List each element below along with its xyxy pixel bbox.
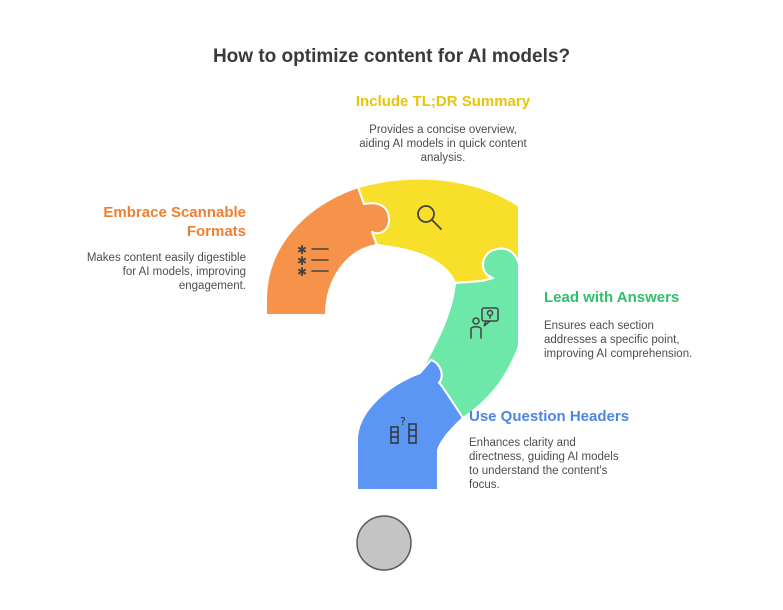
heading-questions: Use Question Headers (469, 408, 630, 425)
svg-text:✱: ✱ (297, 265, 307, 279)
magnifier-icon (417, 205, 442, 230)
question-dot (356, 515, 412, 571)
diagram-title: How to optimize content for AI models? (212, 46, 571, 67)
svg-text:✱: ✱ (297, 243, 307, 257)
heading-tldr: Include TL;DR Summary (355, 93, 531, 110)
svg-text:?: ? (400, 415, 406, 428)
svg-text:✱: ✱ (297, 254, 307, 268)
heading-scannable: Embrace Scannable Formats (103, 204, 246, 240)
puzzle-piece-scannable (265, 186, 391, 316)
desc-scannable: Makes content easily digestible for AI m… (86, 252, 246, 292)
person-idea-icon (470, 307, 499, 339)
desc-tldr: Provides a concise overview, aiding AI m… (359, 124, 527, 164)
desc-questions: Enhances clarity and directness, guiding… (469, 437, 619, 491)
checklist-icon: ✱ ✱ ✱ (297, 243, 329, 279)
puzzle-piece-questions (356, 359, 464, 491)
question-columns-icon: ? (390, 415, 417, 444)
heading-answers: Lead with Answers (544, 289, 680, 306)
desc-answers: Ensures each section addresses a specifi… (544, 320, 693, 360)
